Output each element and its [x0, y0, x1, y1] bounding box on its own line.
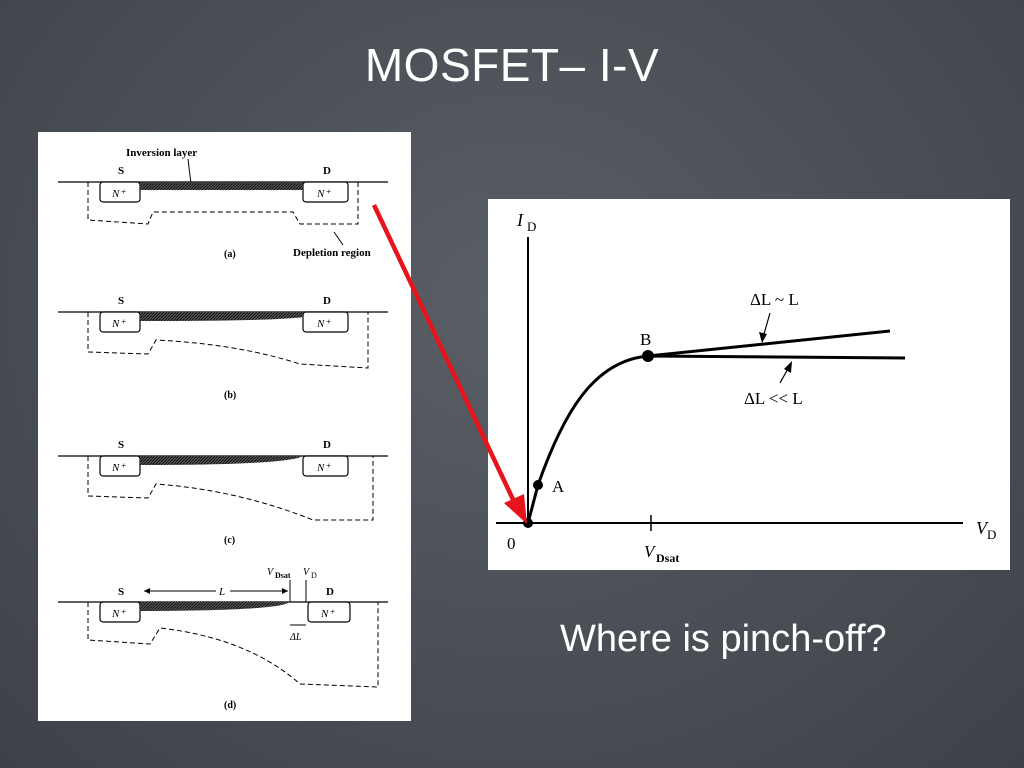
point-b-label: B: [640, 330, 651, 349]
nplus-source-label: N⁺: [111, 462, 126, 474]
point-a: [533, 480, 543, 490]
nplus-drain-label: N⁺: [316, 462, 331, 474]
iv-curve-long-delta: [647, 329, 891, 358]
iv-graph-svg: I D V D 0 V Dsat A B ΔL ~ L ΔL << L: [496, 210, 996, 565]
iv-curve-short-channel: [526, 354, 906, 524]
inversion-layer-label: Inversion layer: [126, 147, 197, 159]
upper-curve-label: ΔL ~ L: [750, 290, 799, 309]
source-label: S: [118, 295, 124, 307]
x-axis-label: V: [976, 518, 989, 538]
iv-graph-panel: I D V D 0 V Dsat A B ΔL ~ L ΔL << L: [488, 199, 1010, 570]
vdsat-sub: Dsat: [275, 571, 291, 580]
origin-label: 0: [507, 534, 516, 553]
nplus-source-label: N⁺: [111, 188, 126, 200]
vd-label: V: [303, 567, 311, 578]
y-axis-label: I: [516, 210, 524, 230]
vd-sub: D: [311, 571, 317, 580]
panel-label-d: (d): [224, 700, 236, 711]
panel-label-a: (a): [224, 249, 236, 260]
cross-section-b: S D N⁺ N⁺ (b): [58, 295, 388, 401]
vdsat-label: V: [267, 567, 275, 578]
cross-section-d: V Dsat V D S D L N⁺ N⁺ ΔL (d): [58, 567, 388, 711]
drain-label: D: [323, 439, 331, 451]
drain-label: D: [326, 586, 334, 598]
delta-l-label: ΔL: [289, 632, 302, 643]
slide-caption: Where is pinch-off?: [560, 618, 887, 660]
cross-section-svg: Inversion layer S D N⁺ N⁺ Depletion regi…: [58, 147, 388, 711]
vdsat-tick-sub: Dsat: [656, 551, 679, 565]
vdsat-tick-label: V: [644, 542, 657, 561]
panel-label-c: (c): [224, 535, 235, 546]
y-axis-sub: D: [527, 219, 536, 234]
slide-title: MOSFET– I-V: [364, 39, 660, 91]
nplus-drain-label: N⁺: [320, 608, 335, 620]
nplus-source-label: N⁺: [111, 318, 126, 330]
source-label: S: [118, 439, 124, 451]
cross-section-figure: Inversion layer S D N⁺ N⁺ Depletion regi…: [38, 132, 411, 721]
point-a-label: A: [552, 477, 565, 496]
x-axis-sub: D: [987, 527, 996, 542]
lower-curve-label: ΔL << L: [744, 389, 803, 408]
source-label: S: [118, 586, 124, 598]
cross-section-c: S D N⁺ N⁺ (c): [58, 439, 388, 546]
drain-label: D: [323, 295, 331, 307]
drain-label: D: [323, 165, 331, 177]
nplus-drain-label: N⁺: [316, 318, 331, 330]
cross-section-a: Inversion layer S D N⁺ N⁺ Depletion regi…: [58, 147, 388, 260]
source-label: S: [118, 165, 124, 177]
nplus-source-label: N⁺: [111, 608, 126, 620]
origin-point: [523, 518, 533, 528]
length-label: L: [218, 586, 225, 598]
point-b: [642, 350, 654, 362]
panel-label-b: (b): [224, 390, 236, 401]
nplus-drain-label: N⁺: [316, 188, 331, 200]
depletion-region-label: Depletion region: [293, 247, 371, 259]
